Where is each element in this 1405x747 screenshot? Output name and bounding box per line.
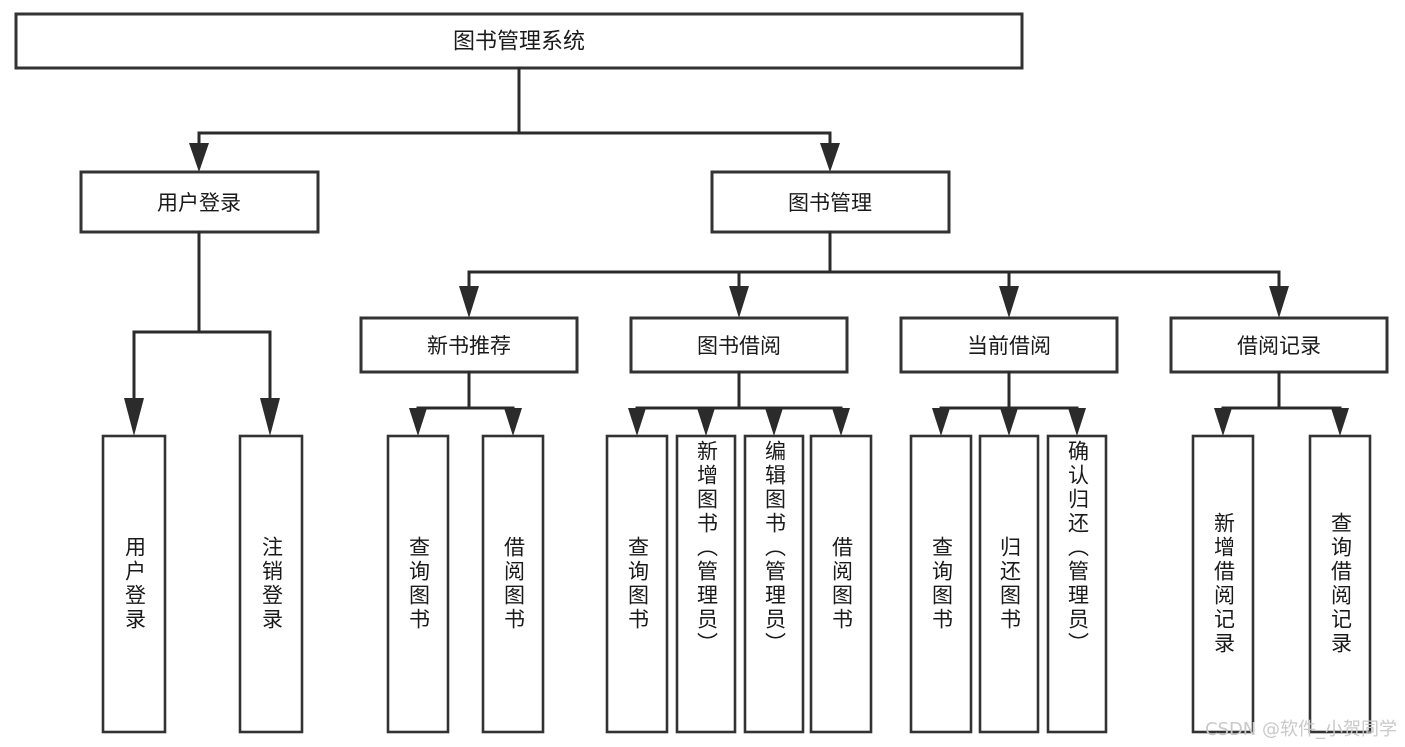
connector-book-borrow-to-leaves xyxy=(628,370,850,436)
arrowhead-book-borrow xyxy=(729,286,749,318)
node-book-borrow[interactable]: 图书借阅 xyxy=(629,316,849,374)
node-new-book-recommend[interactable]: 新书推荐 xyxy=(359,316,579,374)
leaf-query-book-1-box[interactable] xyxy=(386,434,450,734)
node-borrow-record-label: 借阅记录 xyxy=(1237,334,1321,358)
node-new-book-recommend-box[interactable] xyxy=(359,316,579,374)
node-root[interactable]: 图书管理系统 xyxy=(14,12,1024,70)
node-borrow-record[interactable]: 借阅记录 xyxy=(1169,316,1389,374)
node-user-login[interactable]: 用户登录 xyxy=(79,170,320,234)
arrowhead-leaf-query-record xyxy=(1331,408,1349,436)
node-current-borrow-label: 当前借阅 xyxy=(967,334,1051,358)
leaf-borrow-book-2-box[interactable] xyxy=(809,434,873,734)
arrowhead-leaf-confirm-return xyxy=(1068,408,1086,436)
connector-borrow-record-to-leaves xyxy=(1214,370,1349,436)
connector-current-borrow-to-leaves xyxy=(932,370,1086,436)
arrowhead-leaf-add-record xyxy=(1214,408,1232,436)
leaf-confirm-return-box[interactable] xyxy=(1046,434,1108,734)
arrowhead-leaf-query-book-3 xyxy=(932,408,950,436)
leaf-edit-book-box[interactable] xyxy=(743,434,805,734)
node-borrow-record-box[interactable] xyxy=(1169,316,1389,374)
node-current-borrow-box[interactable] xyxy=(899,316,1119,374)
node-book-manage-label: 图书管理 xyxy=(788,191,872,215)
node-user-login-label: 用户登录 xyxy=(157,191,241,215)
connector-book-manage-to-level3 xyxy=(459,230,1289,318)
leaf-query-book-3-box[interactable] xyxy=(909,434,973,734)
arrowhead-leaf-borrow-book-2 xyxy=(832,408,850,436)
node-current-borrow[interactable]: 当前借阅 xyxy=(899,316,1119,374)
connector-root-to-level2 xyxy=(189,66,840,172)
leaf-add-record-box[interactable] xyxy=(1191,434,1255,734)
arrowhead-leaf-logout-login xyxy=(260,398,280,436)
arrowhead-leaf-query-book-1 xyxy=(409,408,427,436)
arrowhead-leaf-return-book xyxy=(1000,408,1018,436)
arrowhead-leaf-user-login xyxy=(124,398,144,436)
node-book-borrow-label: 图书借阅 xyxy=(697,334,781,358)
arrowhead-borrow-record xyxy=(1269,286,1289,318)
arrowhead-leaf-borrow-book-1 xyxy=(504,408,522,436)
leaf-query-record-box[interactable] xyxy=(1308,434,1372,734)
node-root-box[interactable] xyxy=(14,12,1024,70)
connector-user-login-to-leaves xyxy=(124,230,280,436)
connector-new-book-recommend-to-leaves xyxy=(409,370,522,436)
node-book-manage[interactable]: 图书管理 xyxy=(710,170,951,234)
node-book-manage-box[interactable] xyxy=(710,170,951,234)
node-new-book-recommend-label: 新书推荐 xyxy=(427,334,511,358)
leaf-query-book-2-box[interactable] xyxy=(605,434,669,734)
leaf-add-book-box[interactable] xyxy=(675,434,737,734)
arrowhead-book-manage xyxy=(820,143,840,172)
node-book-borrow-box[interactable] xyxy=(629,316,849,374)
leaf-user-login-box[interactable] xyxy=(101,434,167,734)
arrowhead-leaf-query-book-2 xyxy=(628,408,646,436)
leaf-return-book-box[interactable] xyxy=(978,434,1040,734)
node-root-label: 图书管理系统 xyxy=(453,30,585,55)
arrowhead-current-borrow xyxy=(999,286,1019,318)
arrowhead-leaf-edit-book xyxy=(765,408,783,436)
arrowhead-leaf-add-book xyxy=(697,408,715,436)
leaf-borrow-book-1-box[interactable] xyxy=(481,434,545,734)
csdn-watermark: CSDN @软件_小贺同学 xyxy=(1204,719,1397,740)
arrowhead-user-login xyxy=(189,143,209,172)
arrowhead-new-book-recommend xyxy=(459,286,479,318)
leaf-logout-login-box[interactable] xyxy=(238,434,304,734)
